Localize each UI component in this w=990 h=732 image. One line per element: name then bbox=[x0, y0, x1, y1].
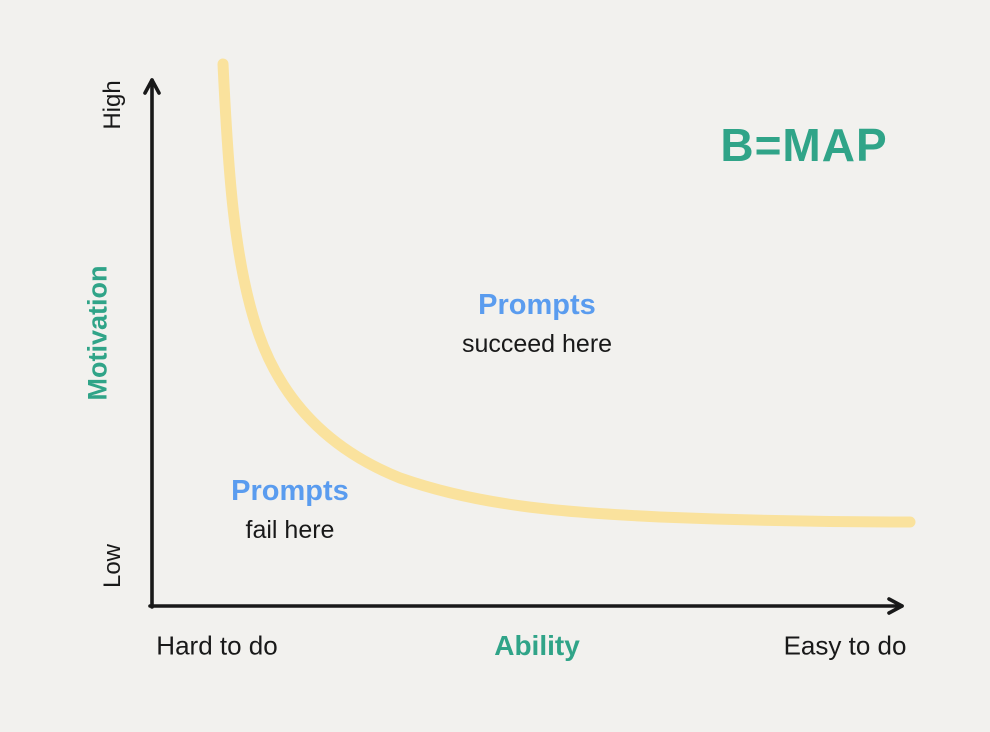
prompts-fail-annotation: Prompts fail here bbox=[231, 474, 349, 544]
x-axis-right-label: Easy to do bbox=[783, 630, 907, 661]
prompts-fail-text: fail here bbox=[245, 515, 335, 544]
prompts-fail-heading: Prompts bbox=[231, 474, 349, 507]
y-axis-label: Motivation bbox=[82, 265, 113, 401]
model-title: B=MAP bbox=[720, 119, 888, 171]
prompts-succeed-annotation: Prompts succeed here bbox=[461, 288, 613, 358]
y-axis-high-label: High bbox=[99, 80, 126, 130]
x-axis-label: Ability bbox=[494, 630, 580, 661]
prompts-succeed-heading: Prompts bbox=[478, 288, 596, 321]
y-axis-low-label: Low bbox=[99, 543, 126, 589]
prompts-succeed-text: succeed here bbox=[461, 329, 613, 358]
action-line-curve bbox=[217, 58, 916, 528]
x-axis-left-label: Hard to do bbox=[156, 630, 278, 661]
